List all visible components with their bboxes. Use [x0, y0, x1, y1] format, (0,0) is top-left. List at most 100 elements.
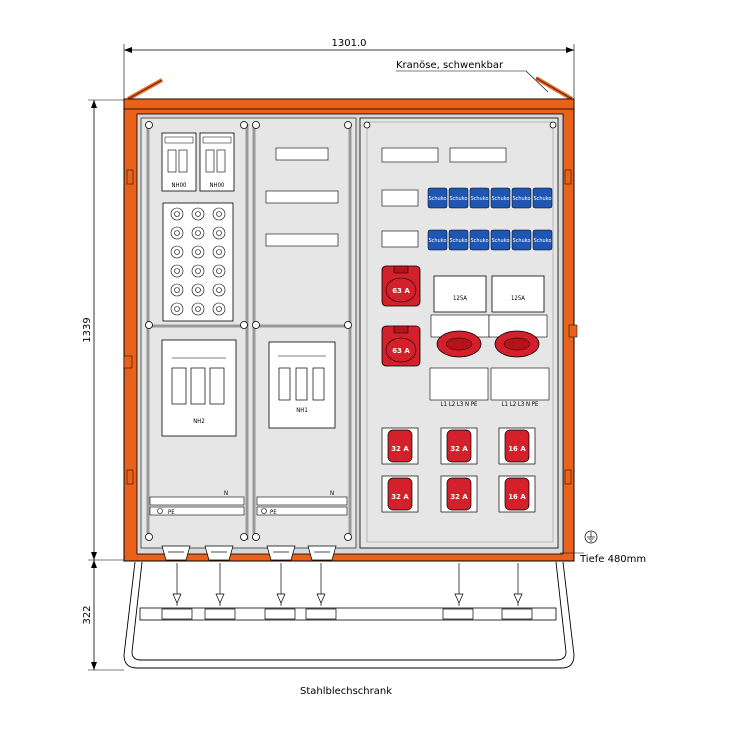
terminal-block-a: L1 L2 L3 N PE [429, 367, 489, 408]
schuko-socket: Schuko [511, 229, 532, 251]
fuse-cap [195, 249, 201, 255]
cee32-label-a: 32 A [391, 445, 409, 453]
fuse-cap [174, 211, 180, 217]
pe-label-mid: PE [270, 509, 277, 516]
fuse-cap [174, 287, 180, 293]
cable-glands [161, 545, 337, 561]
cee16-socket-a: 16 A [498, 427, 536, 465]
schuko-label: Schuko [428, 238, 446, 244]
schuko-socket: Schuko [469, 229, 490, 251]
schuko-label: Schuko [470, 238, 488, 244]
fuse125-label-b: 125A [511, 295, 525, 302]
schuko-body [469, 229, 490, 251]
cee32-label-d: 32 A [450, 493, 468, 501]
schuko-label: Schuko [428, 196, 446, 202]
schuko-socket: Schuko [427, 187, 448, 209]
schuko-body [490, 229, 511, 251]
nh2-label: NH2 [193, 418, 205, 425]
cee16-label-b: 16 A [508, 493, 526, 501]
fuse-cap [216, 306, 222, 312]
schuko-label: Schuko [491, 196, 509, 202]
schuko-socket: Schuko [448, 187, 469, 209]
schuko-body [511, 187, 532, 209]
nh00-label-b: NH00 [210, 182, 226, 189]
base-height-value: 322 [82, 605, 93, 624]
terminals-label-b: L1 L2 L3 N PE [502, 401, 539, 408]
schuko-socket: Schuko [448, 229, 469, 251]
cee32-socket-c: 32 A [440, 427, 478, 465]
cee32-socket-d: 32 A [440, 475, 478, 513]
schuko-label: Schuko [533, 238, 551, 244]
fuse-cap [174, 268, 180, 274]
mcb-row-top [381, 147, 507, 248]
crane-eye-label: Kranöse, schwenkbar [396, 60, 504, 71]
cee16-socket-b: 16 A [498, 475, 536, 513]
schuko-socket: Schuko [490, 229, 511, 251]
schuko-socket: Schuko [532, 229, 553, 251]
left-panel-rails [145, 121, 557, 541]
busbar-left: N PE [149, 490, 245, 516]
schuko-label: Schuko [533, 196, 551, 202]
width-dimension: 1301.0 [123, 38, 575, 100]
schuko-body [469, 187, 490, 209]
schuko-body [427, 229, 448, 251]
nh00-switch-a: NH00 [161, 132, 197, 192]
schuko-socket: Schuko [490, 187, 511, 209]
fuse-cap [174, 306, 180, 312]
schuko-label: Schuko [512, 238, 530, 244]
schuko-body [532, 229, 553, 251]
width-value: 1301.0 [332, 38, 367, 49]
cee125-socket-a: 125A [430, 275, 490, 358]
fuse-cap [216, 287, 222, 293]
cee63-label-a: 63 A [392, 287, 410, 295]
cee63-socket-a: 63 A [381, 265, 421, 307]
mcb-group-middle [265, 147, 339, 247]
nh00-switch-b: NH00 [199, 132, 235, 192]
cee16-label-a: 16 A [508, 445, 526, 453]
schuko-label: Schuko [512, 196, 530, 202]
fuse-cap [195, 211, 201, 217]
schuko-body [448, 187, 469, 209]
fuse-cap [195, 268, 201, 274]
material-label: Stahlblechschrank [300, 686, 392, 697]
fuse-cap [195, 287, 201, 293]
n-label-left: N [224, 490, 228, 497]
schuko-label: Schuko [470, 196, 488, 202]
fuse-block [162, 202, 234, 322]
nh1-label: NH1 [296, 407, 308, 414]
schuko-body [511, 229, 532, 251]
cee32-socket-b: 32 A [381, 475, 419, 513]
crane-eye-left [127, 78, 163, 101]
fuse-cap [195, 230, 201, 236]
cee32-label-b: 32 A [391, 493, 409, 501]
fuse-cap [216, 230, 222, 236]
fuse-cap [174, 249, 180, 255]
ground-icon [584, 530, 598, 544]
base-height-dimension: 322 [82, 560, 124, 671]
schuko-body [448, 229, 469, 251]
terminals-label-a: L1 L2 L3 N PE [441, 401, 478, 408]
schuko-body [532, 187, 553, 209]
cee32-socket-a: 32 A [381, 427, 419, 465]
cee32-label-c: 32 A [450, 445, 468, 453]
fuse125-label-a: 125A [453, 295, 467, 302]
schuko-label: Schuko [449, 238, 467, 244]
height-value: 1339 [82, 317, 93, 342]
crane-eye-right [534, 76, 574, 101]
schuko-socket: Schuko [469, 187, 490, 209]
busbar-mid: N PE [256, 490, 348, 516]
nh2-switch: NH2 [161, 339, 237, 437]
terminal-block-b: L1 L2 L3 N PE [490, 367, 550, 408]
cee63-socket-b: 63 A [381, 325, 421, 367]
schuko-body [427, 187, 448, 209]
cee125-socket-b: 125A [488, 275, 548, 358]
fuse-cap [174, 230, 180, 236]
schuko-socket: Schuko [532, 187, 553, 209]
base-frame [123, 561, 575, 669]
n-label-mid: N [330, 490, 334, 497]
height-dimension: 1339 [82, 99, 124, 561]
schuko-body [490, 187, 511, 209]
cee63-label-b: 63 A [392, 347, 410, 355]
